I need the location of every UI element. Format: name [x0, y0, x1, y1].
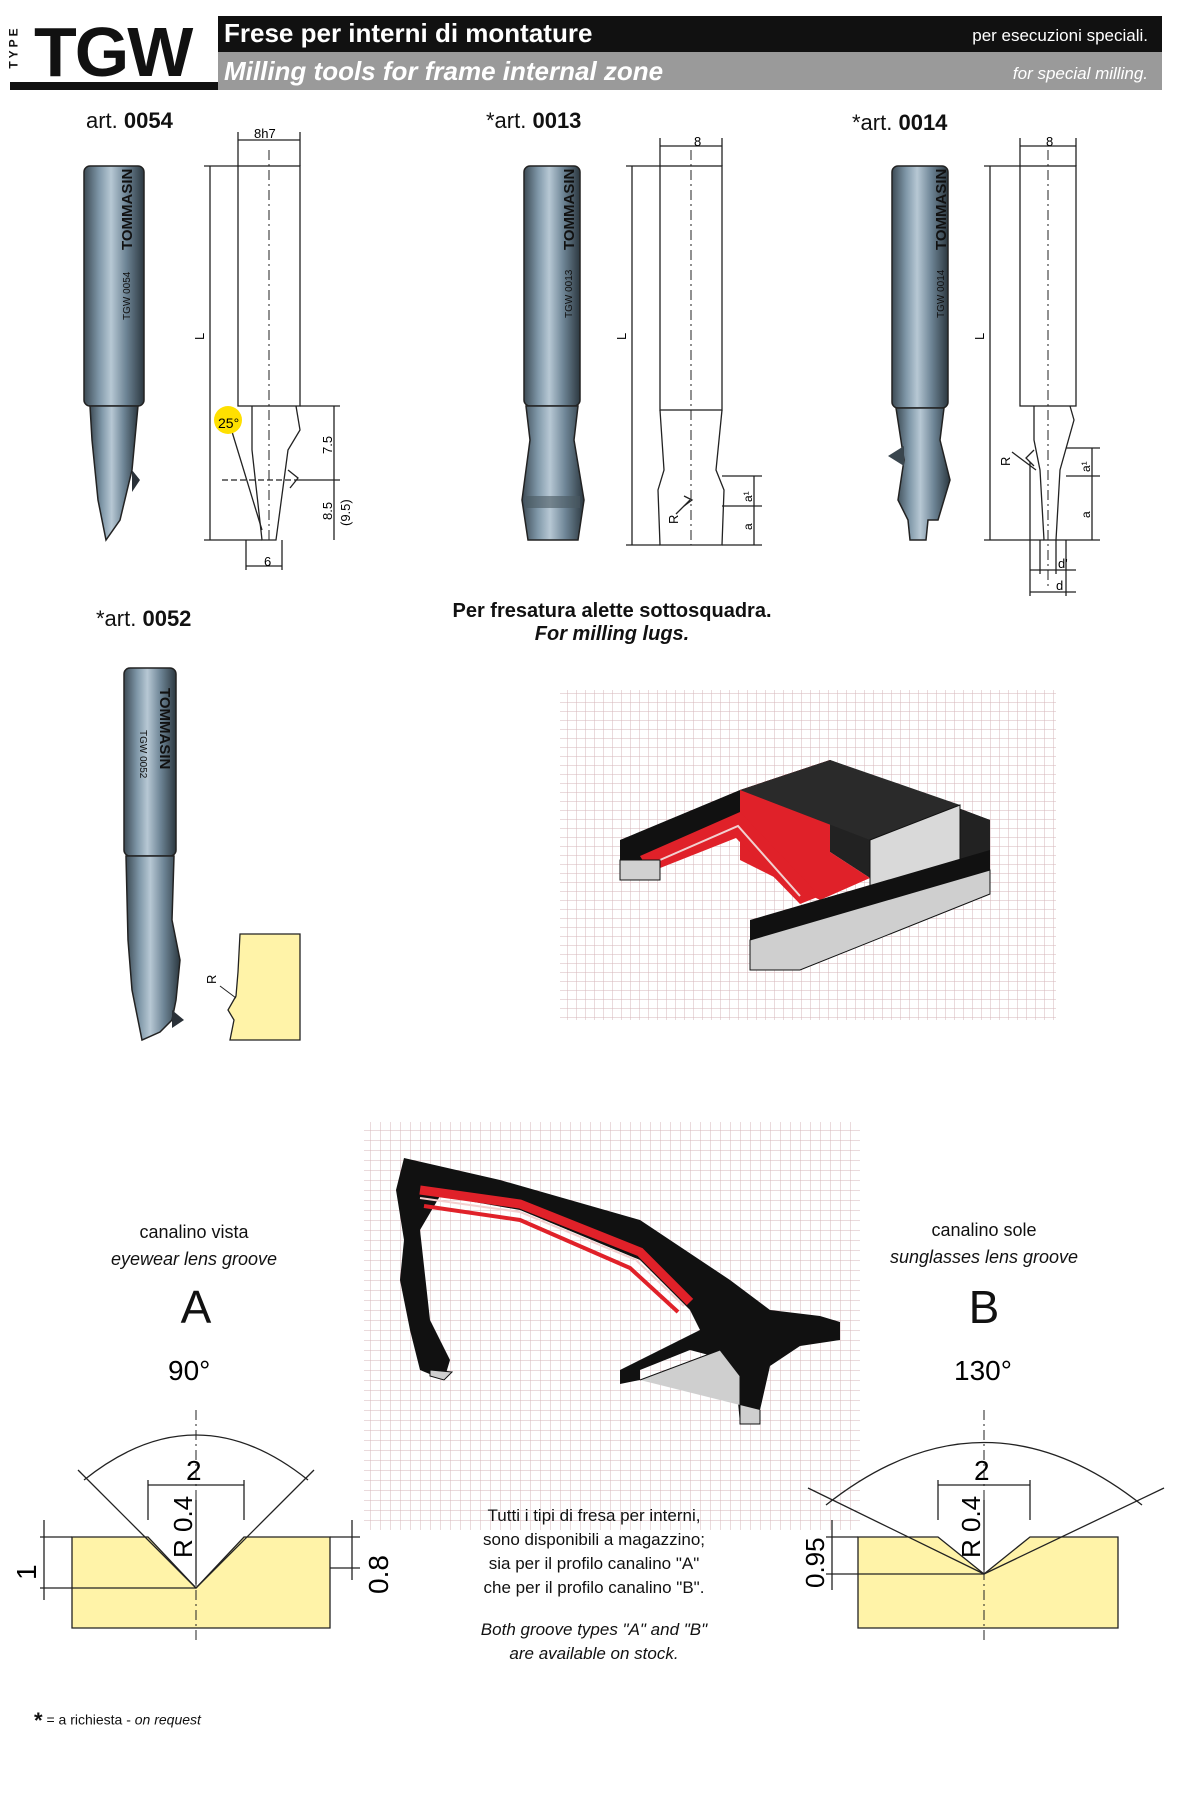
brand-logo: TOMMASIN — [156, 688, 173, 769]
groove-drawings: 90° 2 R 0.4 1 0.8 130° 2 R 0.4 0.95 — [11, 1122, 1165, 1640]
groove-a-right-height: 0.8 — [363, 1555, 394, 1594]
groove-a-left-height: 1 — [11, 1564, 42, 1580]
groove-a-radius: R 0.4 — [168, 1496, 198, 1558]
article-label-0052: *art. 0052 — [96, 606, 192, 631]
profile-0052 — [227, 933, 301, 1041]
dim-width-0054: 8h7 — [254, 126, 276, 141]
tool-marking: TGW 0054 — [122, 271, 133, 320]
lugs-illustration — [619, 760, 991, 971]
lugs-caption: Per fresatura alette sottosquadra. For m… — [452, 600, 772, 645]
title-band-grey — [218, 52, 1162, 90]
dim-a1-0013: a¹ — [741, 491, 755, 502]
tool-marking: TGW 0014 — [936, 269, 947, 318]
groove-a-width: 2 — [186, 1455, 202, 1486]
groove-b-width: 2 — [974, 1455, 990, 1486]
footnote: * = a richiesta - on request — [34, 1708, 201, 1733]
dim-a1-0014: a¹ — [1079, 461, 1093, 472]
dim-width-0014: 8 — [1046, 134, 1053, 149]
dim-a-0013: a — [741, 523, 755, 530]
tool-marking: TGW 0052 — [137, 730, 148, 779]
tool-drawings: TGW 0054 TOMMASIN 25° 8h7 L 7.5 8.5 (9.5… — [83, 126, 1100, 1042]
groove-b-letter: B — [968, 1281, 1000, 1333]
title-italian: Frese per interni di montature — [224, 18, 593, 48]
dim-bottom-0054: 6 — [264, 554, 271, 569]
tool-marking: TGW 0013 — [564, 269, 575, 318]
tool-render-0052: TGW 0052 TOMMASIN — [123, 667, 184, 1042]
groove-a-angle: 90° — [168, 1355, 210, 1386]
product-code: TGW — [34, 13, 193, 91]
dim-radius-0014: R — [998, 457, 1013, 466]
groove-a-label: canalino vista eyewear lens groove — [110, 1222, 278, 1269]
article-label-0054: art. 0054 — [86, 108, 173, 133]
brand-logo: TOMMASIN — [933, 169, 950, 250]
frame-illustration — [396, 1158, 840, 1425]
article-label-0013: *art. 0013 — [486, 108, 582, 133]
dim-radius-0013: R — [666, 515, 681, 524]
groove-b-angle: 130° — [954, 1355, 1012, 1386]
dim-angle-0054: 25° — [218, 415, 239, 431]
dim-length-0013: L — [614, 333, 629, 340]
groove-b-drawing — [807, 1410, 1165, 1640]
tech-drawing-0014 — [984, 138, 1100, 596]
brand-logo: TOMMASIN — [561, 169, 578, 250]
dim-length-0054: L — [192, 333, 207, 340]
dim-h1-0054: 7.5 — [320, 436, 335, 454]
subtitle-italian: per esecuzioni speciali. — [972, 26, 1148, 45]
groove-b-radius: R 0.4 — [956, 1496, 986, 1558]
dim-length-0014: L — [972, 333, 987, 340]
tech-drawing-0013 — [626, 138, 762, 546]
stock-note: Tutti i tipi di fresa per interni, sono … — [480, 1506, 708, 1663]
tool-render-0054: TGW 0054 TOMMASIN — [83, 165, 145, 542]
title-english: Milling tools for frame internal zone — [224, 56, 664, 86]
groove-a-drawing — [40, 1410, 360, 1640]
tool-render-0013: TGW 0013 TOMMASIN — [521, 165, 585, 541]
article-label-0014: *art. 0014 — [852, 110, 948, 135]
brand-logo: TOMMASIN — [119, 169, 136, 250]
subtitle-english: for special milling. — [1012, 64, 1148, 83]
dim-h2-0054: 8.5 — [320, 502, 335, 520]
tool-render-0014: TGW 0014 TOMMASIN — [888, 165, 951, 541]
header-rule — [10, 82, 218, 90]
dim-a-0014: a — [1079, 511, 1093, 518]
angle-highlight — [214, 406, 242, 434]
dim-d1-0014: d' — [1058, 556, 1068, 571]
dim-h3-0054: (9.5) — [338, 499, 353, 526]
dim-d-0014: d — [1056, 578, 1063, 593]
groove-b-left-height: 0.95 — [800, 1537, 830, 1588]
groove-b-label: canalino sole sunglasses lens groove — [889, 1220, 1079, 1267]
dim-width-0013: 8 — [694, 134, 701, 149]
title-band-black — [218, 16, 1162, 52]
groove-a-letter: A — [180, 1281, 212, 1333]
dim-radius-0052: R — [204, 975, 219, 984]
